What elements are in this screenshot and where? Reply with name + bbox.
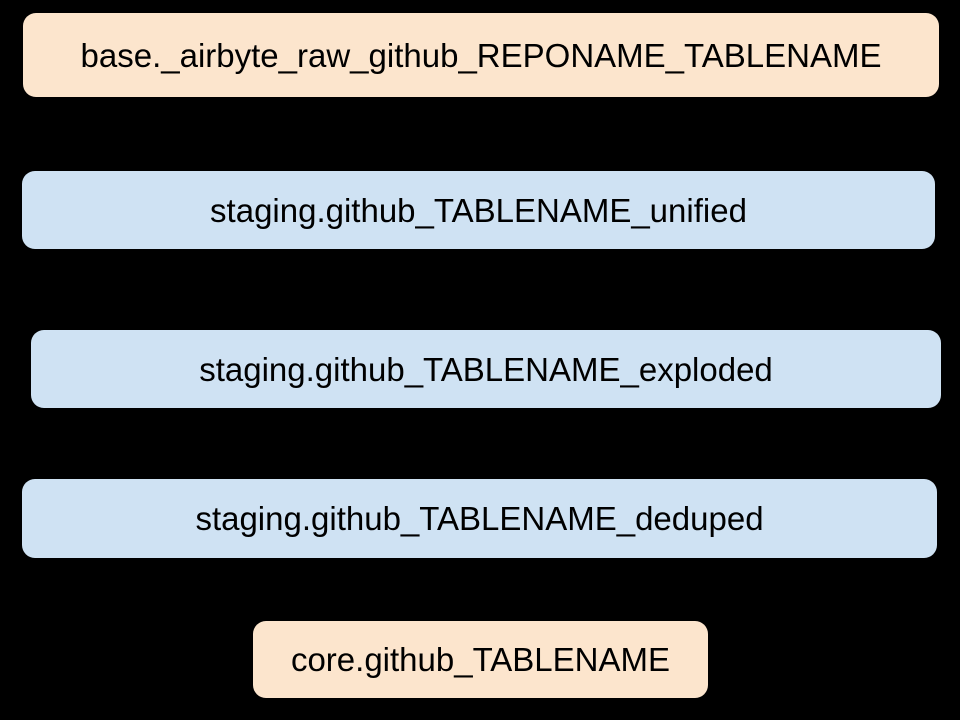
node-staging-deduped-table: staging.github_TABLENAME_deduped [22, 479, 937, 558]
node-staging-exploded-table-label: staging.github_TABLENAME_exploded [199, 350, 773, 388]
node-staging-deduped-table-label: staging.github_TABLENAME_deduped [195, 500, 764, 537]
node-staging-unified-table: staging.github_TABLENAME_unified [22, 171, 935, 249]
node-base-raw-table: base._airbyte_raw_github_REPONAME_TABLEN… [23, 13, 939, 97]
node-staging-unified-table-label: staging.github_TABLENAME_unified [210, 191, 747, 229]
node-core-table: core.github_TABLENAME [253, 621, 708, 698]
node-core-table-label: core.github_TABLENAME [290, 641, 671, 678]
node-staging-exploded-table: staging.github_TABLENAME_exploded [31, 330, 941, 408]
node-base-raw-table-label: base._airbyte_raw_github_REPONAME_TABLEN… [80, 36, 882, 74]
